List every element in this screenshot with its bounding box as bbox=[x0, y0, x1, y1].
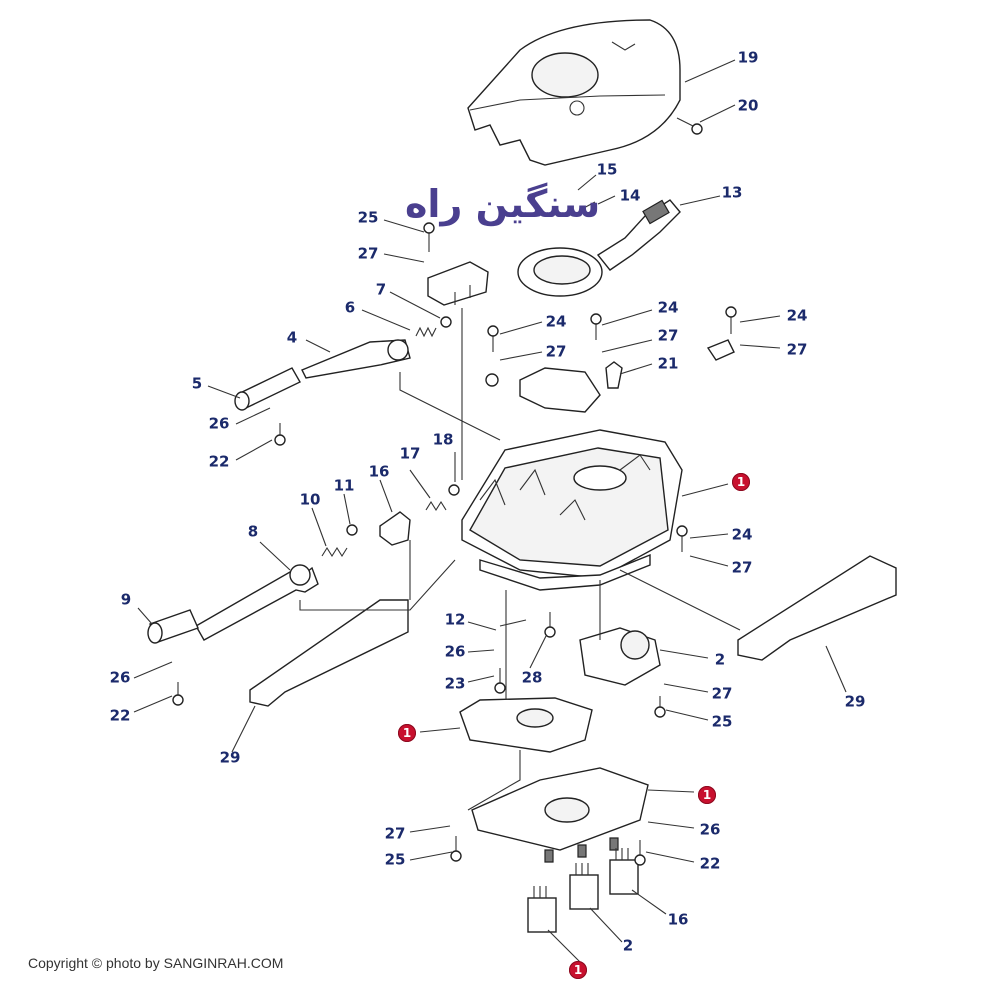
part-label-27: 27 bbox=[731, 558, 753, 577]
part-label-9: 9 bbox=[120, 590, 132, 609]
copyright-text: Copyright © photo by SANGINRAH.COM bbox=[28, 955, 284, 971]
plate-part bbox=[485, 339, 735, 413]
part-label-23: 23 bbox=[444, 674, 466, 693]
callout-marker-1: 1 bbox=[698, 786, 716, 804]
part-label-6: 6 bbox=[344, 298, 356, 317]
part-label-27: 27 bbox=[384, 824, 406, 843]
springs-10-17 bbox=[321, 484, 460, 558]
part-label-26: 26 bbox=[699, 820, 721, 839]
spring-bar-29-right bbox=[737, 555, 897, 661]
part-label-13: 13 bbox=[721, 183, 743, 202]
part-label-21: 21 bbox=[657, 354, 679, 373]
part-label-24: 24 bbox=[731, 525, 753, 544]
part-label-29: 29 bbox=[219, 748, 241, 767]
part-label-22: 22 bbox=[699, 854, 721, 873]
part-label-4: 4 bbox=[286, 328, 298, 347]
part-label-24: 24 bbox=[545, 312, 567, 331]
part-label-12: 12 bbox=[444, 610, 466, 629]
part-label-22: 22 bbox=[109, 706, 131, 725]
main-body bbox=[461, 429, 683, 591]
callout-marker-1: 1 bbox=[732, 473, 750, 491]
bracket-part bbox=[427, 261, 489, 306]
part-label-25: 25 bbox=[384, 850, 406, 869]
part-label-17: 17 bbox=[399, 444, 421, 463]
callout-marker-1: 1 bbox=[398, 724, 416, 742]
part-label-27: 27 bbox=[711, 684, 733, 703]
switch-13 bbox=[517, 199, 681, 297]
solenoid-2 bbox=[579, 627, 661, 686]
bolt-20 bbox=[676, 117, 703, 135]
lower-plate bbox=[459, 697, 593, 753]
part-label-16: 16 bbox=[667, 910, 689, 929]
part-label-29: 29 bbox=[844, 692, 866, 711]
leader-lines bbox=[133, 59, 847, 963]
handle-5 bbox=[234, 367, 301, 411]
part-label-19: 19 bbox=[737, 48, 759, 67]
bolts bbox=[172, 201, 737, 866]
part-label-24: 24 bbox=[657, 298, 679, 317]
part-label-27: 27 bbox=[545, 342, 567, 361]
part-label-5: 5 bbox=[191, 374, 203, 393]
part-label-26: 26 bbox=[444, 642, 466, 661]
part-label-2: 2 bbox=[714, 650, 726, 669]
handle-9 bbox=[147, 609, 199, 644]
part-label-24: 24 bbox=[786, 306, 808, 325]
connectors bbox=[527, 848, 639, 933]
ball-7 bbox=[440, 316, 452, 328]
callout-marker-1: 1 bbox=[569, 961, 587, 979]
part-label-10: 10 bbox=[299, 490, 321, 509]
brand-logo: سنگین راه bbox=[405, 182, 601, 226]
part-label-18: 18 bbox=[432, 430, 454, 449]
bottom-plate bbox=[471, 767, 649, 863]
part-label-16: 16 bbox=[368, 462, 390, 481]
part-label-2: 2 bbox=[622, 936, 634, 955]
part-label-25: 25 bbox=[357, 208, 379, 227]
part-label-11: 11 bbox=[333, 476, 355, 495]
spring-6 bbox=[415, 326, 437, 338]
part-label-27: 27 bbox=[657, 326, 679, 345]
part-label-27: 27 bbox=[786, 340, 808, 359]
part-label-8: 8 bbox=[247, 522, 259, 541]
part-label-27: 27 bbox=[357, 244, 379, 263]
part-label-7: 7 bbox=[375, 280, 387, 299]
spring-bar-29-left bbox=[249, 599, 409, 707]
part-label-28: 28 bbox=[521, 668, 543, 687]
part-label-14: 14 bbox=[619, 186, 641, 205]
part-label-15: 15 bbox=[596, 160, 618, 179]
rod-8 bbox=[195, 564, 319, 641]
part-label-25: 25 bbox=[711, 712, 733, 731]
part-label-22: 22 bbox=[208, 452, 230, 471]
part-label-20: 20 bbox=[737, 96, 759, 115]
cover-part bbox=[467, 19, 681, 166]
rod-4 bbox=[301, 339, 411, 379]
part-label-26: 26 bbox=[109, 668, 131, 687]
part-label-26: 26 bbox=[208, 414, 230, 433]
